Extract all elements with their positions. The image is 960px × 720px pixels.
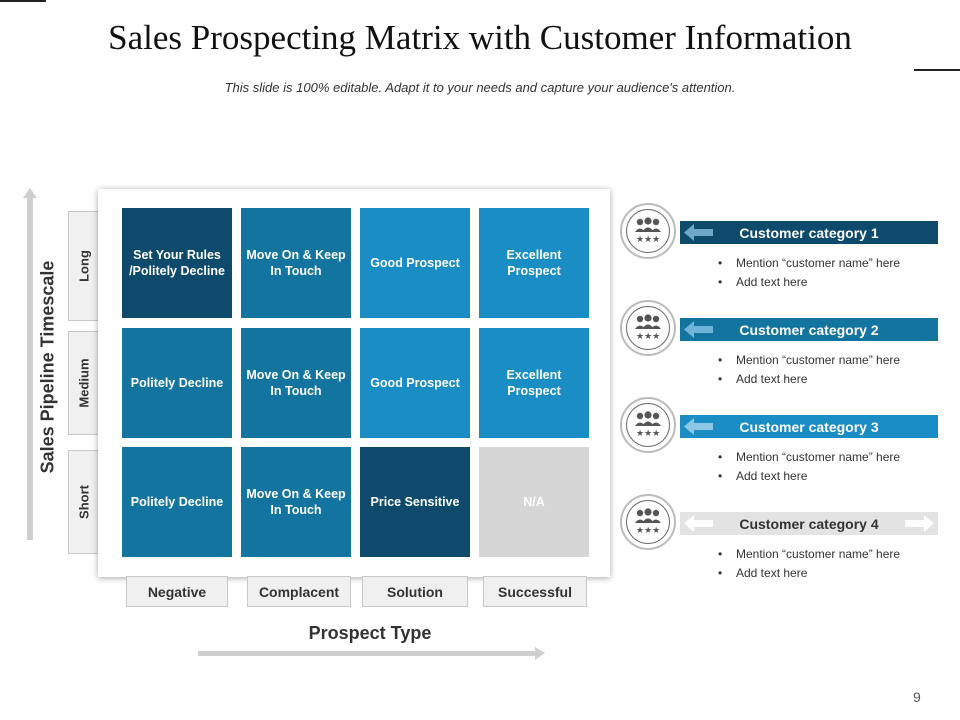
cell-text: Good Prospect [370, 376, 460, 390]
row-label-short: Short [68, 450, 100, 554]
matrix-cell: Move On & Keep In Touch [241, 328, 351, 438]
matrix-cell: Excellent Prospect [479, 208, 589, 318]
svg-text:★★★: ★★★ [636, 526, 660, 536]
cell-text: Excellent Prospect [506, 368, 562, 398]
page-number: 9 [913, 689, 921, 705]
matrix-cell: N/A [479, 447, 589, 557]
people-stars-glyph: ★★★ [634, 410, 661, 439]
top-left-divider [0, 0, 46, 2]
slide-title: Sales Prospecting Matrix with Customer I… [108, 18, 852, 57]
people-group-icon: ★★★ [620, 300, 676, 356]
cell-text: Excellent Prospect [506, 248, 562, 278]
icon-ring: ★★★ [626, 306, 670, 350]
bullet-item: Mention “customer name” here [716, 351, 900, 370]
cell-text: Good Prospect [370, 256, 460, 270]
cell-text: Set Your Rules /Politely Decline [129, 248, 225, 278]
cell-text: Move On & Keep In Touch [246, 487, 346, 517]
customer-category-label: Customer category 3 [739, 418, 879, 435]
row-label-text: Long [76, 250, 92, 282]
matrix-cell: Politely Decline [122, 447, 232, 557]
bullet-item: Add text here [716, 370, 900, 389]
slide-subtitle: This slide is 100% editable. Adapt it to… [224, 80, 736, 95]
customer-category-label: Customer category 1 [739, 224, 879, 241]
customer-category-1-banner: Customer category 1 [680, 221, 938, 244]
customer-category-label: Customer category 2 [739, 321, 879, 338]
svg-text:★★★: ★★★ [636, 235, 660, 245]
customer-category-4-banner: Customer category 4 [680, 512, 938, 535]
matrix-cell: Good Prospect [360, 208, 470, 318]
customer-category-2-bullets: Mention “customer name” here Add text he… [716, 351, 900, 389]
x-axis-arrow [198, 647, 545, 660]
matrix-cell: Excellent Prospect [479, 328, 589, 438]
people-stars-glyph: ★★★ [634, 216, 661, 245]
customer-category-4-bullets: Mention “customer name” here Add text he… [716, 545, 900, 583]
cell-text: N/A [523, 495, 545, 509]
people-group-icon: ★★★ [620, 397, 676, 453]
svg-text:★★★: ★★★ [636, 332, 660, 342]
row-label-medium: Medium [68, 331, 100, 435]
matrix-cell: Price Sensitive [360, 447, 470, 557]
y-axis-title-text: Sales Pipeline Timescale [37, 260, 58, 474]
icon-ring: ★★★ [626, 209, 670, 253]
arrow-left-icon [684, 418, 713, 435]
bullet-item: Mention “customer name” here [716, 448, 900, 467]
cell-text: Move On & Keep In Touch [246, 368, 346, 398]
customer-category-2-banner: Customer category 2 [680, 318, 938, 341]
matrix-cell: Move On & Keep In Touch [241, 447, 351, 557]
row-label-text: Medium [76, 358, 92, 408]
bullet-item: Add text here [716, 273, 900, 292]
svg-text:★★★: ★★★ [636, 429, 660, 439]
bullet-item: Add text here [716, 467, 900, 486]
col-label-successful: Successful [483, 576, 587, 607]
customer-category-3-bullets: Mention “customer name” here Add text he… [716, 448, 900, 486]
arrow-left-icon [684, 321, 713, 338]
people-stars-glyph: ★★★ [634, 313, 661, 342]
col-label-solution: Solution [362, 576, 468, 607]
people-group-icon: ★★★ [620, 203, 676, 259]
row-label-long: Long [68, 211, 100, 321]
people-group-icon: ★★★ [620, 494, 676, 550]
bullet-item: Mention “customer name” here [716, 545, 900, 564]
people-stars-glyph: ★★★ [634, 507, 661, 536]
top-right-divider [914, 69, 960, 71]
x-axis-title: Prospect Type [308, 623, 432, 643]
bullet-item: Mention “customer name” here [716, 254, 900, 273]
arrow-left-icon [684, 515, 713, 532]
row-label-text: Short [76, 485, 92, 519]
y-axis-arrow [23, 188, 37, 540]
customer-category-1-bullets: Mention “customer name” here Add text he… [716, 254, 900, 292]
matrix-frame: Set Your Rules /Politely Decline Move On… [98, 189, 610, 577]
matrix-cell: Politely Decline [122, 328, 232, 438]
matrix-cell: Good Prospect [360, 328, 470, 438]
cell-text: Politely Decline [130, 495, 224, 509]
arrow-left-icon [684, 224, 713, 241]
col-label-complacent: Complacent [247, 576, 351, 607]
cell-text: Politely Decline [130, 376, 224, 390]
customer-category-3-banner: Customer category 3 [680, 415, 938, 438]
icon-ring: ★★★ [626, 500, 670, 544]
cell-text: Move On & Keep In Touch [246, 248, 346, 278]
matrix-cell: Move On & Keep In Touch [241, 208, 351, 318]
bullet-item: Add text here [716, 564, 900, 583]
col-label-negative: Negative [126, 576, 228, 607]
arrow-right-icon [905, 515, 934, 532]
icon-ring: ★★★ [626, 403, 670, 447]
cell-text: Price Sensitive [370, 495, 460, 509]
customer-category-label: Customer category 4 [739, 515, 879, 532]
matrix-cell: Set Your Rules /Politely Decline [122, 208, 232, 318]
